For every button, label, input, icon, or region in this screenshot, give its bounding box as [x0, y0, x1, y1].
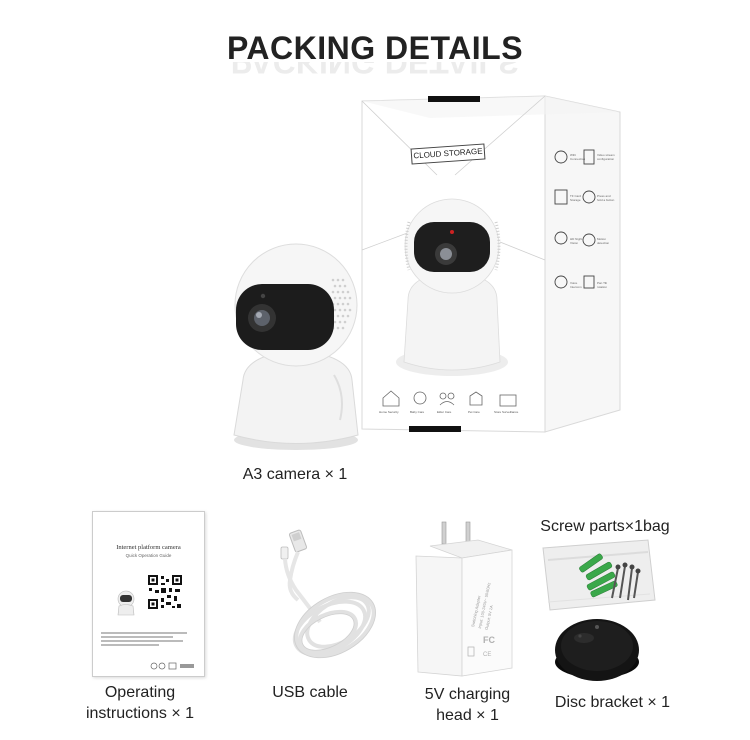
svg-text:Output: 5V 1A: Output: 5V 1A [484, 604, 494, 630]
svg-text:Pet Care: Pet Care [468, 410, 480, 414]
disc-bracket-label: Disc bracket × 1 [554, 694, 671, 711]
svg-text:Switching Adapter: Switching Adapter [470, 594, 482, 627]
manual-text-lines [101, 630, 197, 648]
manual-camera-icon [117, 590, 135, 616]
svg-text:Elder Care: Elder Care [437, 410, 452, 414]
manual-image: Internet platform camera Quick Operation… [92, 511, 205, 677]
certification-logos-icon [150, 662, 194, 670]
svg-text:Video stream: Video stream [597, 153, 615, 157]
usb-cable-label: USB cable [272, 684, 348, 701]
svg-text:Voice: Voice [570, 281, 578, 285]
svg-text:TF Card: TF Card [570, 194, 581, 198]
svg-text:Home Security: Home Security [379, 410, 399, 414]
svg-text:detection: detection [597, 241, 610, 245]
manual-label-line2: instructions × 1 [85, 705, 195, 722]
svg-text:Press and: Press and [597, 194, 611, 198]
manual-title: Internet platform camera [116, 544, 181, 551]
svg-text:Storage: Storage [570, 198, 581, 202]
svg-text:CE: CE [483, 652, 491, 658]
svg-text:Baby Care: Baby Care [410, 410, 425, 414]
manual-label: Operating instructions × 1 [60, 682, 220, 724]
svg-text:configuration: configuration [597, 157, 615, 161]
charger-label-line2: head × 1 [436, 707, 499, 724]
svg-text:Store Surveillance: Store Surveillance [494, 410, 519, 414]
qr-code-icon [147, 574, 183, 610]
manual-label-line1: Operating [104, 684, 176, 701]
charger-label-line1: 5V charging [424, 686, 511, 703]
manual-subtitle: Quick Operation Guide [125, 553, 172, 558]
svg-text:HD Night: HD Night [570, 237, 582, 241]
svg-text:Connection: Connection [570, 157, 586, 161]
svg-text:FC: FC [483, 635, 495, 645]
screws-label: Screw parts×1bag [540, 518, 670, 535]
svg-text:Vision: Vision [570, 241, 578, 245]
svg-text:rotation: rotation [597, 285, 607, 289]
svg-text:Motion: Motion [597, 237, 606, 241]
svg-text:WiFi: WiFi [570, 153, 576, 157]
page-title: PACKING DETAILS [226, 30, 524, 66]
charger-label: 5V charging head × 1 [395, 684, 540, 726]
svg-text:Intercom: Intercom [570, 285, 582, 289]
camera-label: A3 camera × 1 [242, 466, 348, 483]
box-camera-image [396, 198, 508, 376]
svg-text:hold a button: hold a button [597, 198, 615, 202]
svg-text:Pan Tilt: Pan Tilt [597, 281, 607, 285]
